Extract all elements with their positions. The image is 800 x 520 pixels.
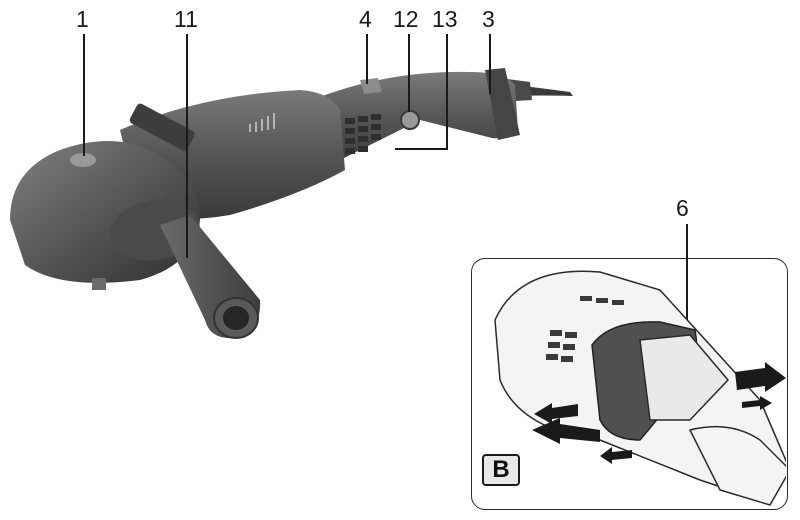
inset-vents — [546, 296, 624, 362]
vent-grille — [345, 114, 381, 154]
arrow-left-small — [600, 447, 632, 464]
lock-switch — [360, 78, 382, 94]
spindle-lock-button — [70, 153, 96, 167]
inset-rear-handle — [688, 425, 786, 506]
side-handle-bore — [223, 306, 249, 330]
callout-13: 13 — [432, 6, 458, 32]
arrow-right-mid — [742, 396, 772, 410]
leader-11 — [186, 34, 188, 258]
callout-1: 1 — [76, 6, 89, 32]
detail-inset-frame — [471, 258, 788, 510]
arrow-right-upper — [735, 362, 786, 392]
handle-grip-end — [485, 68, 520, 140]
callout-4: 4 — [359, 6, 372, 32]
callout-11: 11 — [174, 6, 198, 32]
callout-12: 12 — [393, 6, 419, 32]
leader-6 — [686, 224, 688, 324]
leader-4 — [366, 34, 368, 84]
detail-label-badge: B — [482, 454, 520, 486]
callout-6: 6 — [676, 195, 689, 221]
handle-sleeve-opening — [639, 334, 730, 421]
arrow-left-upper — [534, 403, 578, 424]
callout-3: 3 — [482, 6, 495, 32]
leader-13 — [446, 34, 448, 150]
leader-13-horizontal — [395, 148, 447, 150]
arrow-left-lower — [532, 418, 600, 444]
speed-wheel — [400, 110, 420, 130]
leader-12 — [408, 34, 410, 112]
speed-scale — [249, 113, 275, 132]
brand-plate — [129, 103, 195, 151]
leader-1 — [83, 34, 85, 156]
leader-3 — [489, 34, 491, 94]
spindle — [92, 278, 106, 290]
